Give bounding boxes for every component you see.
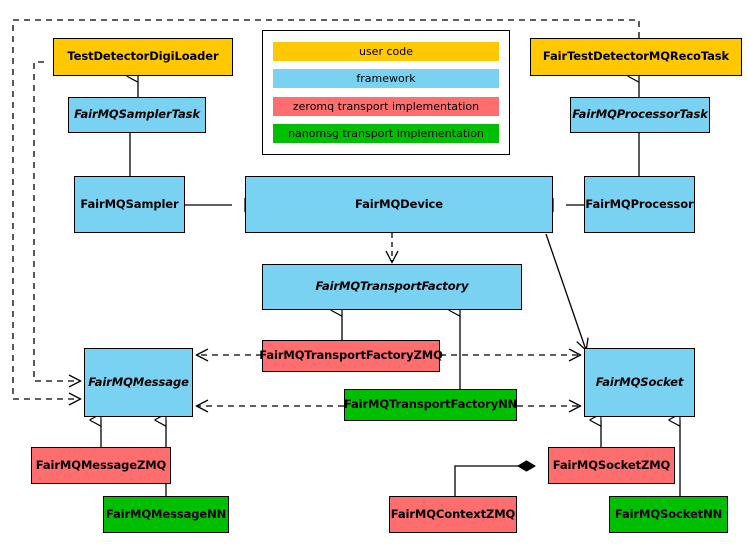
node-fairmq-processor[interactable]: FairMQProcessor — [584, 176, 695, 233]
node-fairmq-transport-factory-zmq[interactable]: FairMQTransportFactoryZMQ — [259, 340, 443, 372]
node-fairmq-device[interactable]: FairMQDevice — [245, 176, 553, 233]
node-fairmq-processor-task[interactable]: FairMQProcessorTask — [570, 97, 710, 133]
node-fair-test-detector-mq-reco-task[interactable]: FairTestDetectorMQRecoTask — [530, 38, 742, 76]
node-fairmq-socket-zmq[interactable]: FairMQSocketZMQ — [548, 447, 675, 484]
node-fairmq-message-zmq[interactable]: FairMQMessageZMQ — [31, 447, 171, 484]
node-fairmq-socket[interactable]: FairMQSocket — [584, 348, 695, 417]
node-fairmq-sampler-task[interactable]: FairMQSamplerTask — [68, 97, 206, 133]
node-fairmq-context-zmq[interactable]: FairMQContextZMQ — [389, 496, 517, 533]
node-fairmq-sampler[interactable]: FairMQSampler — [74, 176, 185, 233]
node-fairmq-transport-factory[interactable]: FairMQTransportFactory — [262, 264, 522, 310]
node-fairmq-transport-factory-nn[interactable]: FairMQTransportFactoryNN — [344, 389, 517, 421]
node-test-detector-digi-loader[interactable]: TestDetectorDigiLoader — [53, 38, 233, 76]
node-fairmq-message-nn[interactable]: FairMQMessageNN — [103, 496, 229, 533]
legend-item-framework: framework — [273, 69, 499, 89]
legend-panel: user code framework zeromq transport imp… — [262, 30, 510, 155]
legend-item-user-code: user code — [273, 42, 499, 62]
legend-item-zeromq: zeromq transport implementation — [273, 96, 499, 116]
node-fairmq-message[interactable]: FairMQMessage — [84, 348, 193, 417]
legend-item-nanomsg: nanomsg transport implementation — [273, 123, 499, 143]
node-fairmq-socket-nn[interactable]: FairMQSocketNN — [609, 496, 728, 533]
